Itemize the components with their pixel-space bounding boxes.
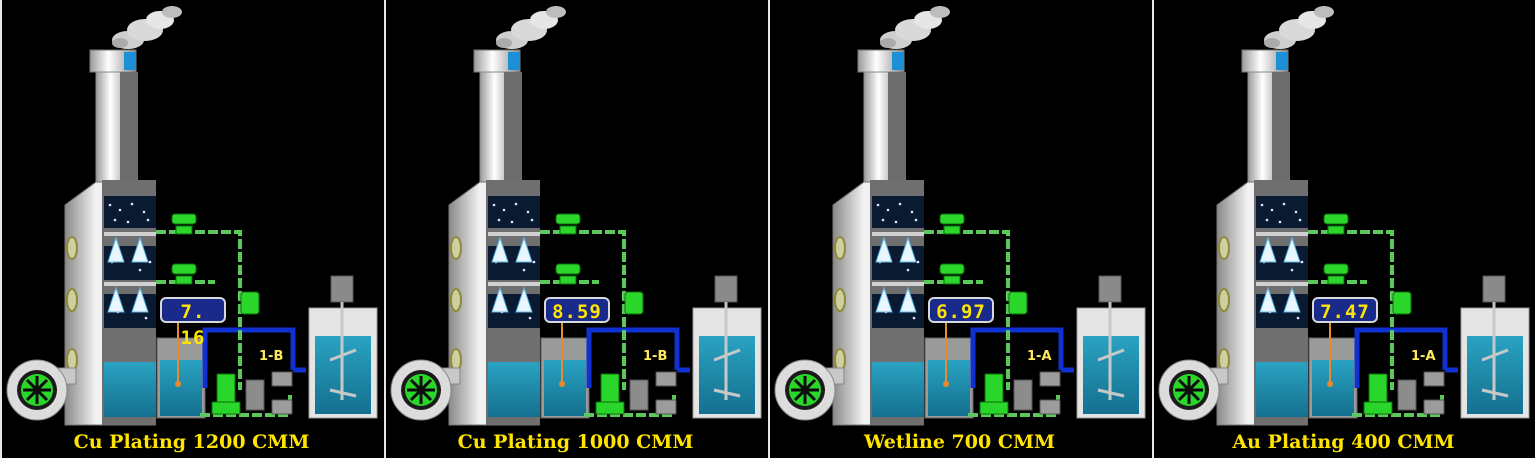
fan-icon xyxy=(390,359,461,421)
pump-icon xyxy=(595,371,677,415)
holding-tank xyxy=(540,322,590,419)
scrubber-diagram xyxy=(1158,6,1530,426)
ph-readout: 6.97 xyxy=(928,297,994,323)
scrubber-panel-3[interactable]: 6.97 1-A Wetline 700 CMM xyxy=(768,0,1151,458)
smoke-icon xyxy=(880,6,950,49)
ph-readout: 7. 16 xyxy=(160,297,226,349)
spray-nozzle-icon xyxy=(107,236,149,313)
blue-pipe xyxy=(202,327,306,388)
valve-icon xyxy=(171,213,260,315)
panel-title: Cu Plating 1000 CMM xyxy=(457,431,694,453)
pump-icon xyxy=(979,371,1061,415)
holding-tank xyxy=(924,322,974,419)
agitator-icon xyxy=(329,302,357,400)
fan-icon xyxy=(1158,359,1229,421)
fan-icon xyxy=(6,359,77,421)
spray-nozzle-icon xyxy=(1259,236,1301,313)
scrubber-panel-1[interactable]: 7. 16 1-B Cu Plating 1200 CMM xyxy=(0,0,383,458)
panel-divider xyxy=(1152,0,1154,458)
blue-pipe xyxy=(1354,327,1458,388)
valve-icon xyxy=(1323,213,1412,315)
agitator-icon xyxy=(1481,302,1509,400)
pump-tag: 1-B xyxy=(259,349,284,364)
scrubber-panel-4[interactable]: 7.47 1-A Au Plating 400 CMM xyxy=(1152,0,1535,458)
holding-tank xyxy=(1308,322,1358,419)
panel-title: Au Plating 400 CMM xyxy=(1232,431,1455,453)
ph-readout: 8.59 xyxy=(544,297,610,323)
pump-icon xyxy=(211,371,293,415)
spray-nozzle-icon xyxy=(875,236,917,313)
smoke-icon xyxy=(112,6,182,49)
ph-readout: 7.47 xyxy=(1312,297,1378,323)
valve-icon xyxy=(939,213,1028,315)
agitator-icon xyxy=(1097,302,1125,400)
exhaust-stack xyxy=(473,49,522,183)
scrubber-diagram xyxy=(390,6,762,426)
blue-pipe xyxy=(586,327,690,388)
valve-icon xyxy=(555,213,644,315)
panel-divider xyxy=(768,0,770,458)
pump-icon xyxy=(1363,371,1445,415)
pump-tag: 1-B xyxy=(643,349,668,364)
exhaust-stack xyxy=(1241,49,1290,183)
pump-tag: 1-A xyxy=(1411,349,1436,364)
panel-title: Wetline 700 CMM xyxy=(863,431,1056,453)
panel-divider xyxy=(0,0,2,458)
pump-tag: 1-A xyxy=(1027,349,1052,364)
scrubber-tower xyxy=(64,180,156,426)
scrubber-tower xyxy=(448,180,540,426)
spray-nozzle-icon xyxy=(491,236,533,313)
scrubber-diagram xyxy=(774,6,1146,426)
panel-title: Cu Plating 1200 CMM xyxy=(73,431,310,453)
scrubber-diagram xyxy=(6,6,378,426)
blue-pipe xyxy=(970,327,1074,388)
scrubber-panel-2[interactable]: 8.59 1-B Cu Plating 1000 CMM xyxy=(384,0,767,458)
smoke-icon xyxy=(496,6,566,49)
panel-divider xyxy=(384,0,386,458)
exhaust-stack xyxy=(857,49,906,183)
exhaust-stack xyxy=(89,49,138,183)
fan-icon xyxy=(774,359,845,421)
holding-tank xyxy=(156,322,206,419)
agitator-icon xyxy=(713,302,741,400)
smoke-icon xyxy=(1264,6,1334,49)
